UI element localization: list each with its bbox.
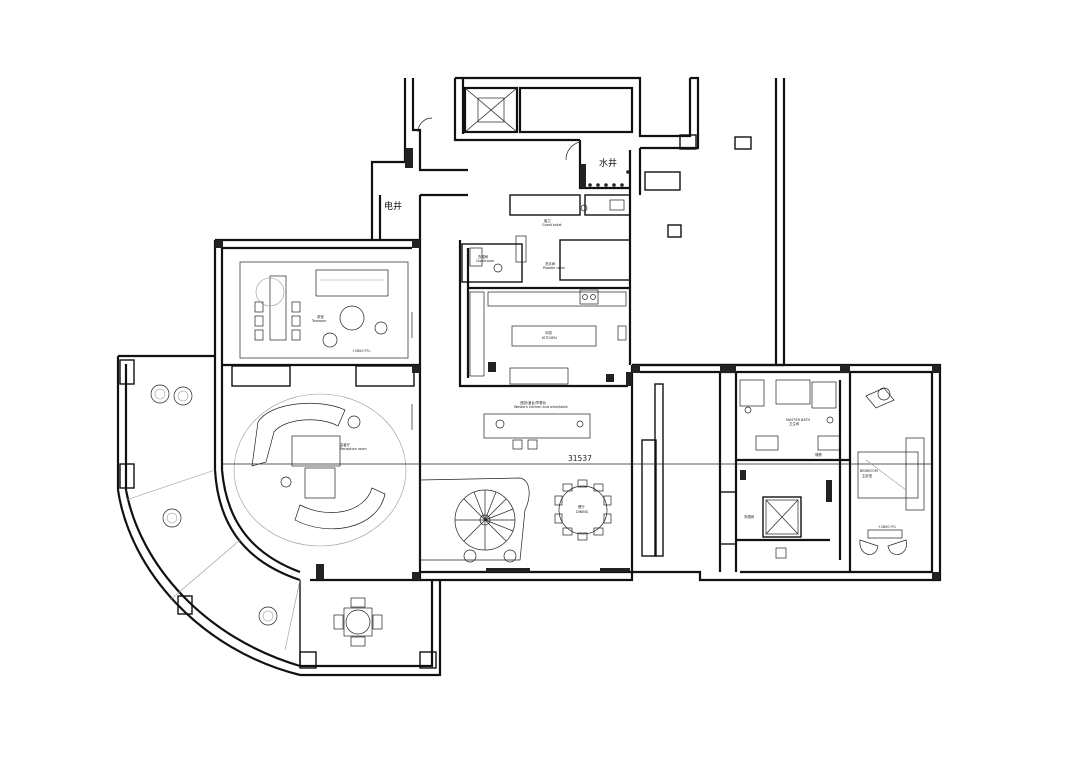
reception-label-en: Reception room: [340, 447, 367, 451]
electric-shaft-label: 电井: [384, 200, 402, 212]
guest-wc-label-en: Guest toilet: [542, 223, 562, 227]
cloak-label-en: Cloakroom: [476, 259, 495, 263]
dimension-line: 31537: [222, 454, 932, 465]
western-kitchen: 西厨/酒台/早餐台 Western kitchen and wine/table: [483, 400, 591, 450]
bedroom-label-zh: 主卧室: [862, 473, 873, 478]
misc-fixtures: [411, 312, 832, 502]
kitchen-label-zh: 中厨: [545, 330, 552, 335]
powder-label-en: Powder room: [543, 266, 566, 270]
main-walls: [213, 238, 942, 582]
terrace-walls: [116, 354, 442, 677]
tearoom-level: +2800 FFL: [352, 349, 370, 353]
dimension-value: 31537: [568, 454, 592, 463]
wall-piers: [215, 240, 940, 580]
kitchen: 中厨 KITCHEN: [469, 289, 627, 385]
water-shaft-label: 水井: [599, 157, 617, 169]
service-rooms: 衣帽间 Cloakroom 客卫 Guest toilet 洗手间 Powder…: [469, 199, 625, 273]
powder-label-zh: 洗手间: [545, 261, 556, 266]
master-bath: MASTER BATH 卫生间: [739, 379, 841, 451]
kitchen-label-en: KITCHEN: [542, 336, 557, 340]
bedroom: BEDROOM 主卧室 +2800 FFL: [857, 387, 925, 555]
reception-room: 会客厅 Reception room: [233, 393, 407, 547]
tearoom-label-zh: 茶室: [317, 314, 324, 319]
tea-room: 茶室 Tearoom +2800 FFL: [239, 261, 409, 359]
guest-wc-label-zh: 客卫: [544, 218, 551, 223]
bedroom-level: +2800 FFL: [878, 525, 896, 529]
dining-label-zh: 餐厅: [578, 504, 585, 509]
reception-label-zh: 会客厅: [340, 442, 351, 447]
walkin-label-zh: 衣帽间: [744, 514, 755, 519]
western-kitchen-label-zh: 西厨/酒台/早餐台: [520, 400, 547, 405]
north-service-walls: [370, 76, 786, 367]
bedroom-label-en: BEDROOM: [860, 469, 878, 473]
elevator-and-shafts: [405, 87, 630, 188]
dining-label-en: DINING: [576, 510, 589, 514]
western-kitchen-label-en: Western kitchen and wine/table: [514, 405, 568, 409]
terrace-furniture: [125, 384, 383, 651]
walkin-closet: 衣帽间 储物: [744, 452, 822, 559]
tearoom-label-en: Tearoom: [311, 319, 327, 323]
cloak-label-zh: 衣帽间: [478, 254, 489, 259]
dining-room: 餐厅 DINING: [554, 479, 612, 541]
water-shaft-fixtures: [588, 170, 630, 187]
master-bath-label-en: MASTER BATH: [786, 418, 810, 422]
store-label-zh: 储物: [815, 452, 822, 457]
spiral-stair: [419, 477, 530, 563]
master-bath-label-zh: 卫生间: [789, 421, 800, 426]
